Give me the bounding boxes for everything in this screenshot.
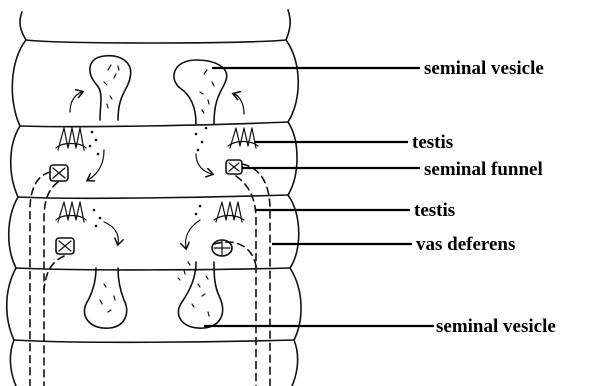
testis-top-left [56,128,86,150]
flow-arrow [70,92,82,112]
label-testis-top: testis [412,132,453,153]
flow-arrow [234,94,244,114]
flow-arrow [196,154,212,174]
testis-top-right [228,128,258,148]
seminal-vesicle-bottom-left [84,268,126,328]
flow-arrow [186,220,200,248]
testis-bottom-right [214,202,244,222]
seminal-funnel-right-lower [212,240,232,256]
label-seminal-funnel: seminal funnel [424,159,543,180]
seminal-vesicle-bottom-right [178,262,223,328]
sperm-dots [89,127,208,156]
body-outline [7,10,301,386]
seminal-funnel-right [226,160,242,174]
seminal-funnel-left [50,165,68,181]
label-vas-deferens: vas deferens [416,234,515,255]
label-testis-bottom: testis [414,200,455,221]
label-seminal-vesicle-top: seminal vesicle [424,58,544,79]
seminal-funnel-left-lower [56,238,74,254]
label-seminal-vesicle-bottom: seminal vesicle [436,316,556,337]
flow-arrow [104,222,118,244]
seminal-vesicle-top-right [174,60,227,124]
seminal-vesicle-top-left [90,56,131,120]
testis-bottom-left [56,202,86,222]
flow-arrow [88,150,104,180]
